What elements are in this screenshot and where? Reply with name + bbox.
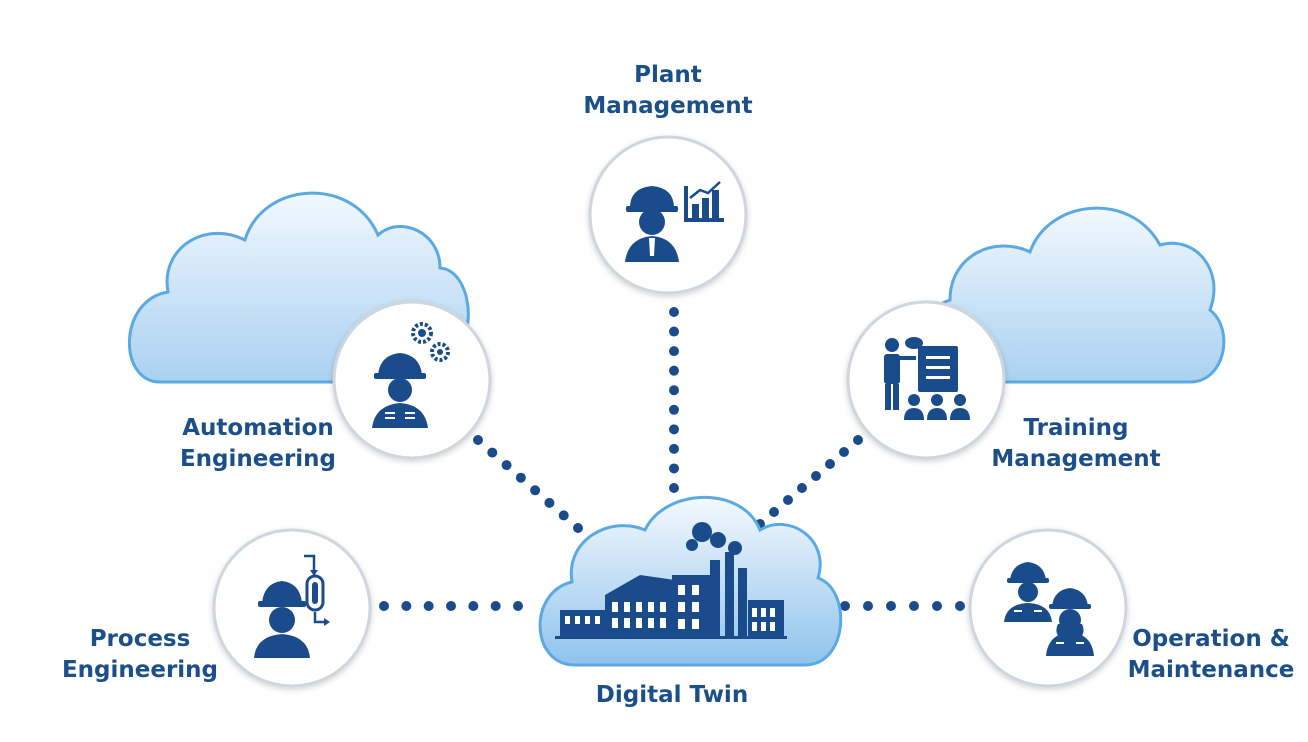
node-plant-management [588, 135, 748, 295]
label-operation-maintenance: Operation & Maintenance [1116, 624, 1306, 686]
connector-plant-dot [669, 346, 679, 357]
connector-operation-dot [886, 601, 896, 611]
connector-automation-dot [473, 435, 483, 445]
label-line-1: Operation & [1132, 626, 1290, 652]
label-line-2: Management [991, 446, 1161, 472]
node-automation-engineering [332, 300, 492, 460]
connector-automation-dot [544, 497, 555, 508]
connector-plant-dot [669, 365, 679, 376]
label-training-management: Training Management [976, 413, 1176, 475]
connector-process-dot [513, 601, 523, 611]
connector-operation-dot [863, 601, 873, 611]
label-line-1: Training [1023, 415, 1129, 441]
connector-training-dot [811, 471, 821, 481]
connector-process-dot [446, 601, 456, 611]
label-line-2: Engineering [179, 446, 337, 472]
connector-process-dot [468, 601, 479, 611]
connector-plant-dot [669, 404, 679, 415]
connector-process-dot [423, 601, 434, 611]
label-plant-management: Plant Management [568, 60, 768, 122]
connector-training-dot [825, 459, 835, 469]
connector-training-dot [769, 507, 779, 517]
engineer-gears-icon [372, 322, 450, 428]
connector-automation-dot [515, 472, 526, 483]
node-training-management [846, 300, 1006, 460]
factory-icon [555, 522, 787, 639]
connector-training-dot [839, 447, 849, 457]
connector-plant-dot [669, 307, 679, 317]
label-line-2: Maintenance [1127, 657, 1295, 683]
connector-operation-dot [932, 601, 942, 611]
connector-operation-dot [955, 601, 965, 611]
connector-automation-dot [501, 460, 512, 471]
label-automation-engineering: Automation Engineering [158, 413, 358, 475]
connector-automation-dot [558, 510, 569, 521]
connector-plant-dot [669, 385, 679, 396]
presenter-audience-icon [884, 337, 970, 420]
connector-lines [379, 307, 965, 611]
connector-plant-dot [669, 326, 679, 337]
label-line-1: Plant [634, 62, 702, 88]
connector-plant-dot [669, 443, 679, 454]
connector-training-dot [853, 435, 863, 445]
label-digital-twin: Digital Twin [572, 680, 772, 711]
connector-automation-dot [487, 447, 498, 458]
engineer-vessel-icon [254, 554, 330, 658]
center-label: Digital Twin [595, 682, 749, 708]
manager-chart-icon [625, 181, 724, 262]
node-process-engineering [212, 528, 372, 688]
label-line-2: Management [583, 93, 753, 119]
connector-plant-dot [669, 463, 679, 474]
connector-plant-dot [669, 483, 679, 493]
label-process-engineering: Process Engineering [40, 624, 240, 686]
connector-operation-dot [840, 601, 850, 611]
node-operation-maintenance [968, 528, 1128, 688]
two-workers-icon [1004, 562, 1094, 656]
connector-automation-dot [573, 523, 583, 533]
connector-plant-dot [669, 424, 679, 435]
label-line-1: Automation [182, 415, 334, 441]
connector-automation-dot [530, 485, 541, 496]
connector-process-dot [490, 601, 501, 611]
connector-process-dot [401, 601, 412, 611]
label-line-1: Process [89, 626, 191, 652]
connector-operation-dot [909, 601, 919, 611]
connector-training-dot [783, 495, 793, 505]
connector-training-dot [797, 483, 807, 493]
connector-process-dot [379, 601, 389, 611]
label-line-2: Engineering [61, 657, 219, 683]
